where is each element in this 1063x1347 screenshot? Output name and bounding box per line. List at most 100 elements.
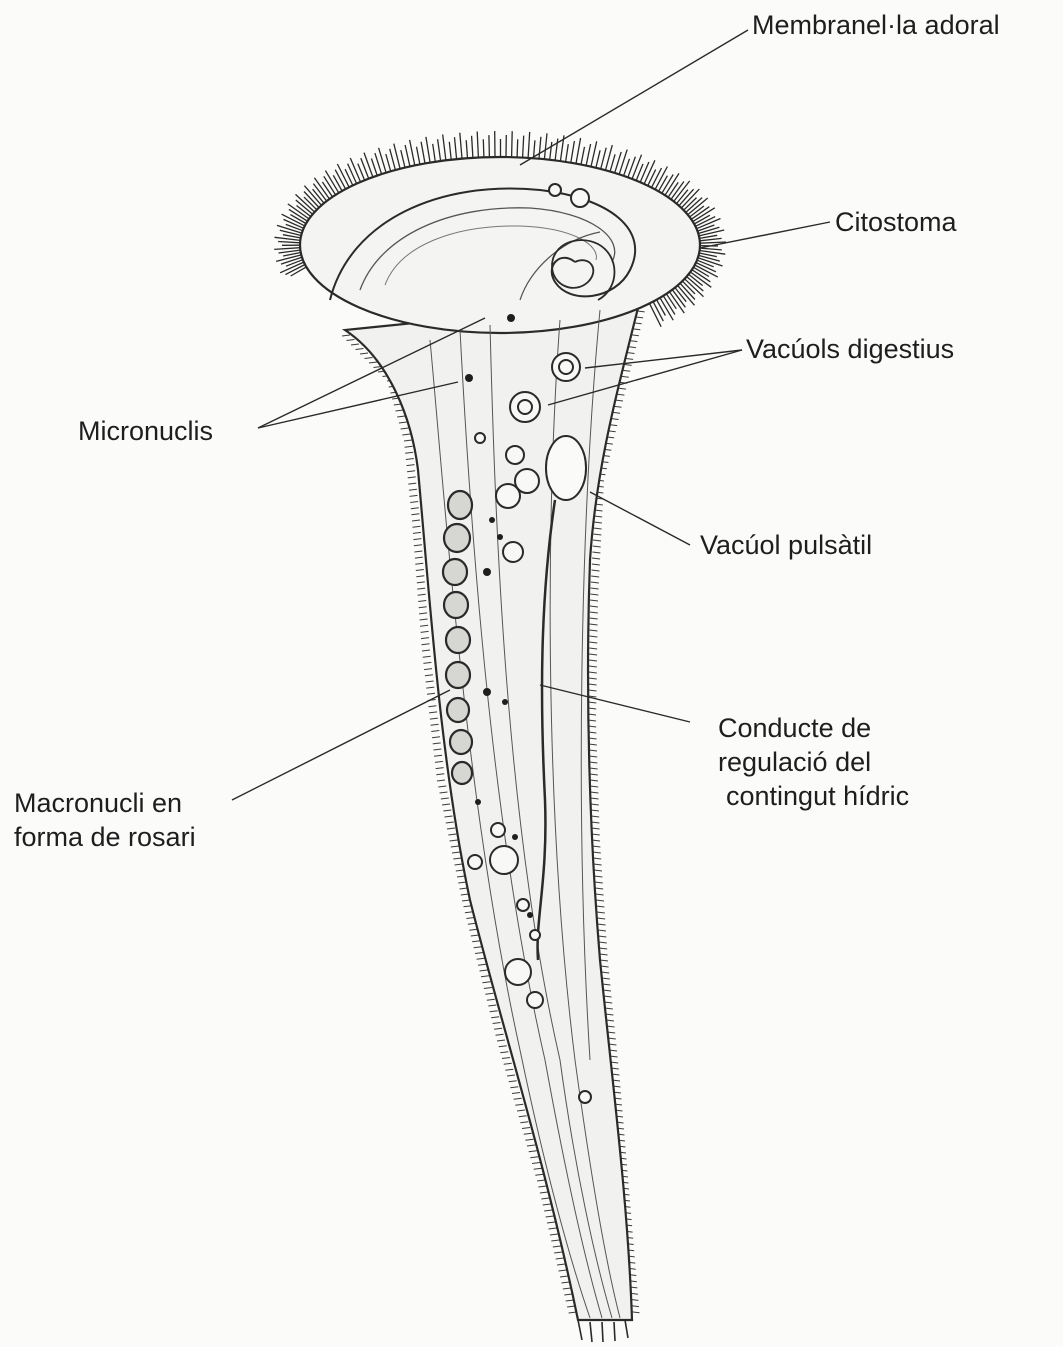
cilium <box>394 144 400 169</box>
cilium <box>449 142 451 160</box>
cilium <box>499 1046 507 1047</box>
cilium <box>512 131 513 157</box>
cilium <box>566 144 569 162</box>
cilium <box>462 900 470 901</box>
cilium <box>591 141 597 166</box>
cilium <box>591 816 599 817</box>
cilium <box>356 349 364 350</box>
cilium <box>590 600 598 601</box>
cilium <box>417 588 425 589</box>
cilium <box>408 483 416 484</box>
cilium <box>589 654 597 655</box>
cilium <box>465 912 473 913</box>
cilium <box>274 248 300 250</box>
cilium <box>515 1104 523 1105</box>
cilium <box>528 132 530 158</box>
cilium <box>423 656 431 657</box>
cilium <box>590 774 598 775</box>
cilium <box>322 182 332 197</box>
cilium <box>416 576 424 577</box>
cilium <box>594 864 602 865</box>
cilium <box>594 876 602 877</box>
label-macronucli-line-2: forma de rosari <box>14 820 196 854</box>
cilium <box>419 607 427 608</box>
cilium <box>640 162 649 182</box>
cilium <box>534 1168 542 1169</box>
cilium <box>408 477 416 478</box>
label-conducte-line-1: Conducte de <box>718 711 909 745</box>
cilium <box>549 1228 557 1229</box>
cilium <box>697 260 714 267</box>
contractile-vacuole <box>546 436 586 500</box>
cilium <box>460 888 468 889</box>
cilium <box>698 225 715 231</box>
cilium <box>596 906 604 907</box>
cilium <box>593 858 601 859</box>
cilium <box>360 353 368 354</box>
cilium <box>593 540 601 541</box>
cilium <box>410 495 418 496</box>
cilium <box>589 762 597 763</box>
cilium <box>601 966 609 967</box>
cilium <box>593 534 601 535</box>
cilium <box>411 508 419 509</box>
cilium <box>525 1139 533 1140</box>
cilium <box>592 558 600 559</box>
cilium <box>610 154 615 171</box>
cilium <box>592 834 600 835</box>
cilium <box>405 145 410 166</box>
cilium <box>666 294 676 309</box>
cilium <box>422 650 430 651</box>
cilium <box>510 1087 518 1088</box>
cilium <box>415 563 423 564</box>
cilium <box>571 141 575 163</box>
cilium <box>599 942 607 943</box>
cilium <box>475 953 483 954</box>
cilium <box>446 822 454 823</box>
cilium <box>404 440 412 441</box>
cilium <box>555 139 558 161</box>
cilium <box>523 136 524 158</box>
cilium <box>443 135 446 161</box>
cilium <box>668 182 678 197</box>
cilium <box>594 522 602 523</box>
cilium <box>464 906 472 907</box>
cilium <box>589 744 597 745</box>
cilium <box>482 982 490 983</box>
cilium <box>591 822 599 823</box>
cilium <box>564 1294 572 1295</box>
cilium <box>543 1204 551 1205</box>
cilium <box>539 137 541 159</box>
cilium <box>436 774 444 775</box>
cilium <box>589 690 597 691</box>
cilium <box>589 666 597 667</box>
cilium <box>590 780 598 781</box>
cilium <box>423 662 431 663</box>
cilium <box>466 140 467 158</box>
cilium <box>591 576 599 577</box>
cilium <box>588 702 596 703</box>
cilium <box>405 452 413 453</box>
cilium <box>599 948 607 949</box>
cilium <box>592 552 600 553</box>
cilium <box>561 1282 569 1283</box>
cilium <box>520 1122 528 1123</box>
cilium <box>590 594 598 595</box>
cilium <box>441 798 449 799</box>
cilium <box>517 139 518 157</box>
cilium <box>567 1306 575 1307</box>
cilium <box>417 147 420 165</box>
cilium <box>594 516 602 517</box>
cilium <box>493 1023 501 1024</box>
cilium <box>600 954 608 955</box>
cilium <box>434 755 442 756</box>
cilium <box>433 749 441 750</box>
cilium <box>401 150 405 168</box>
cilium <box>566 1300 574 1301</box>
cilium <box>450 840 458 841</box>
cilium <box>410 502 418 503</box>
cilium <box>560 1276 568 1277</box>
cilium <box>399 422 407 423</box>
cilium <box>480 970 488 971</box>
cilium <box>601 148 607 169</box>
